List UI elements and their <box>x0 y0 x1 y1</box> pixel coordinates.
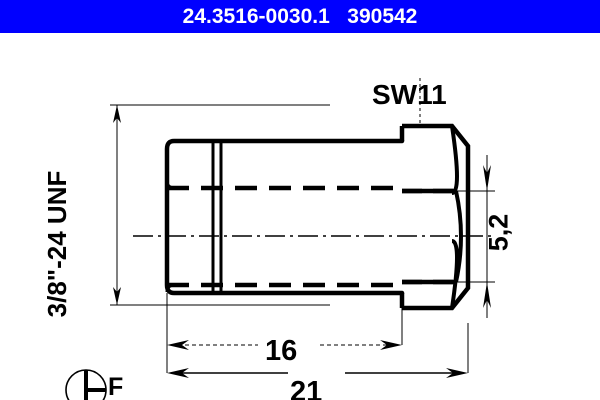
title-bar: 24.3516-0030.1 390542 <box>0 0 600 33</box>
label-hex-size: SW11 <box>372 79 447 110</box>
hex-chamfer-arc-bottom <box>450 239 459 309</box>
arrowhead-thread-top <box>113 105 121 123</box>
dimension-bore-vertical <box>483 165 491 308</box>
title-bar-text: 24.3516-0030.1 390542 <box>182 4 418 28</box>
arrowhead-21-left <box>167 368 189 378</box>
dimension-thread-length <box>167 340 402 350</box>
label-bore-diameter: 5,2 <box>483 213 514 252</box>
arrowhead-16-right <box>380 340 402 350</box>
technical-drawing-canvas: SW11 3/8"-24 UNF 5,2 16 21 F <box>0 33 600 400</box>
label-overall-length: 21 <box>290 376 323 400</box>
dimension-overall-length <box>167 368 468 378</box>
hex-head-profile <box>402 123 471 311</box>
bore-hidden-lines <box>402 188 462 285</box>
arrowhead-thread-bottom <box>113 287 121 305</box>
label-thread-spec: 3/8"-24 UNF <box>42 170 72 318</box>
arrowhead-21-right <box>446 368 468 378</box>
label-projection-letter: F <box>108 373 124 400</box>
body-outer-profile <box>164 138 405 296</box>
dimension-thread-vertical <box>113 105 121 305</box>
arrowhead-16-left <box>167 340 189 350</box>
hex-inner-taper <box>454 190 463 283</box>
label-thread-length: 16 <box>265 335 298 367</box>
projection-symbol <box>65 369 107 400</box>
drawing-svg <box>65 78 496 400</box>
arrowhead-bore-bottom <box>483 282 491 308</box>
arrowhead-bore-top <box>483 165 491 191</box>
hex-head-outline <box>399 123 471 311</box>
hex-chamfer-arc-top <box>450 125 459 195</box>
part-outline <box>164 138 405 296</box>
relief-notch-top <box>165 180 176 190</box>
relief-notch-bottom <box>165 283 176 293</box>
